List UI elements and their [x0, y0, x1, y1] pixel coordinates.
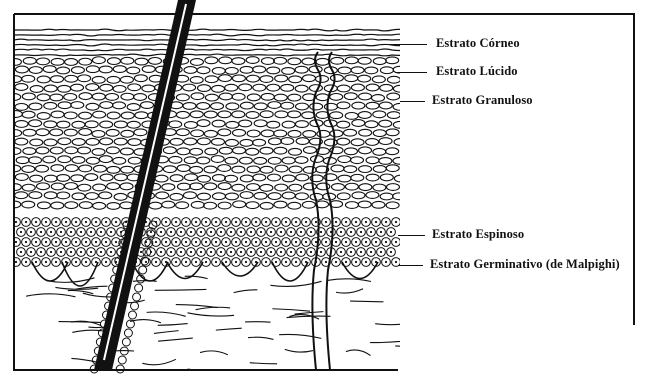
stratum-cells-mesh	[8, 57, 408, 210]
label-estrato-germinativo: Estrato Germinativo (de Malpighi)	[430, 257, 620, 272]
dermis-fibers	[26, 276, 445, 371]
label-estrato-granuloso: Estrato Granuloso	[432, 93, 533, 108]
stratum-corneum-lines	[14, 29, 406, 56]
label-estrato-espinoso: Estrato Espinoso	[432, 227, 524, 242]
label-estrato-corneo: Estrato Córneo	[436, 36, 520, 51]
leader-line-lucido	[395, 72, 427, 73]
leader-line-germinativo	[398, 265, 423, 266]
label-estrato-lucido: Estrato Lúcido	[436, 64, 518, 79]
leader-line-corneo	[385, 44, 427, 45]
basal-cells	[12, 218, 401, 286]
leader-line-espinoso	[398, 235, 425, 236]
leader-line-granuloso	[400, 101, 425, 102]
